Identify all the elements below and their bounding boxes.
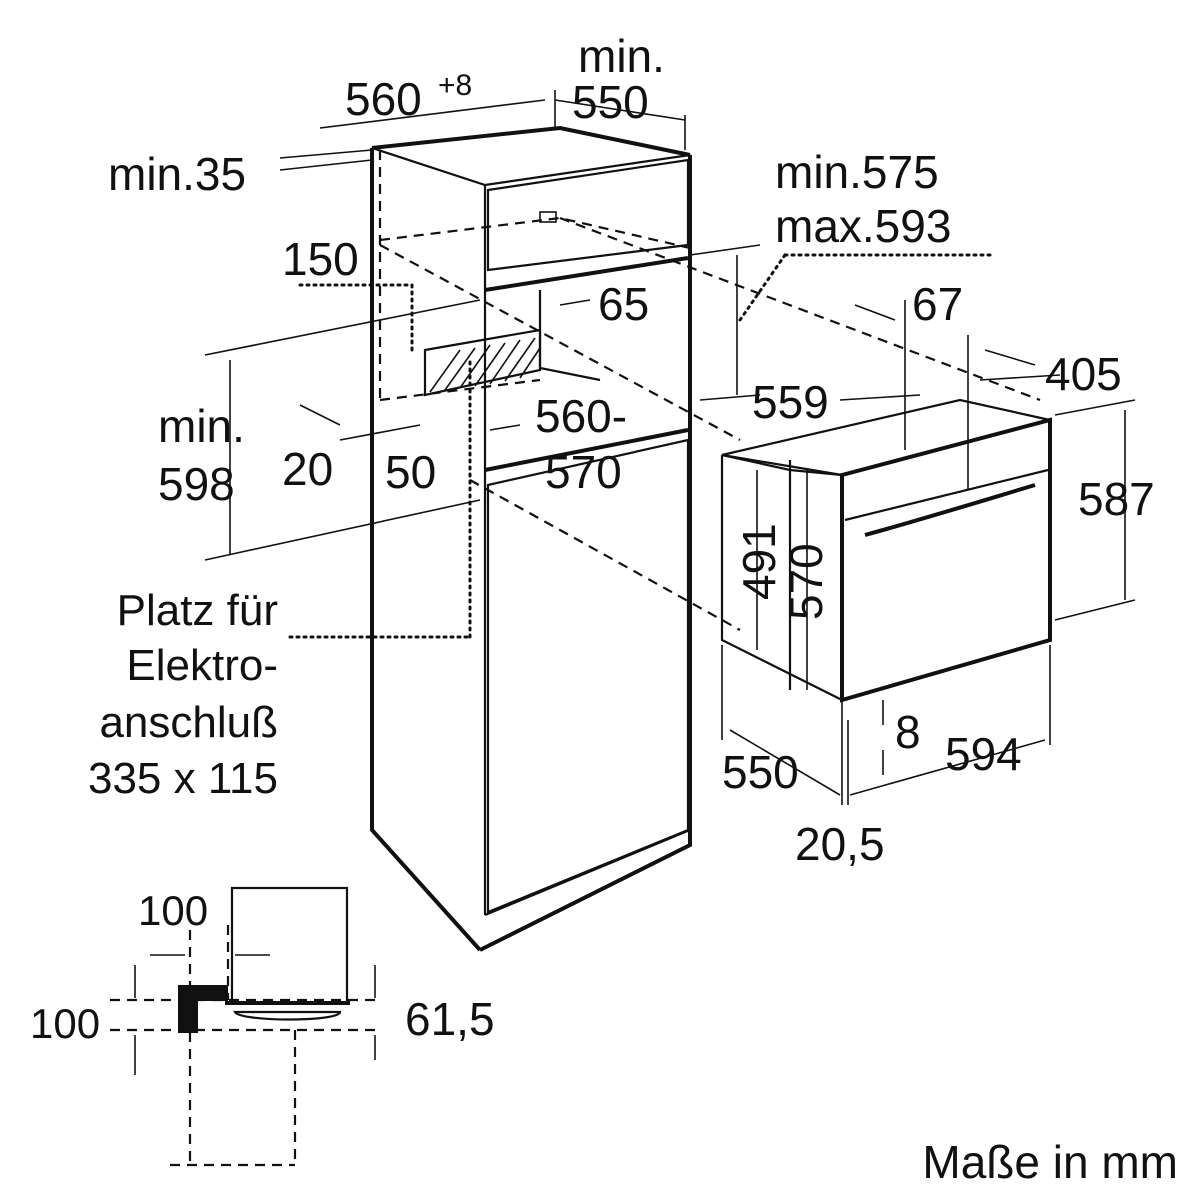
detail-cabinet-box [230, 886, 349, 1005]
oven-control-strip [844, 468, 1049, 522]
oven-door-handle [864, 483, 1036, 537]
label-594: 594 [945, 728, 1022, 780]
label-559: 559 [752, 376, 829, 428]
cabinet-top-face [371, 126, 691, 187]
label-61-5: 61,5 [405, 993, 495, 1045]
cabinet-hidden-rear [379, 216, 691, 250]
cabinet-hidden-floor [379, 378, 541, 402]
cabinet-bracket [539, 211, 557, 223]
cabinet-top-rear-edge [371, 125, 691, 157]
label-min-side: min. [158, 400, 245, 452]
oven-left-body [720, 455, 843, 701]
section-detail [110, 886, 380, 1167]
label-plus8: +8 [438, 69, 472, 102]
cabinet-left-side [370, 148, 482, 952]
detail-wall-top [178, 985, 228, 1001]
note-line-3: anschluß [99, 698, 278, 747]
cabinet-bottom [479, 830, 692, 952]
oven [720, 398, 1052, 703]
label-150: 150 [282, 233, 359, 285]
label-20: 20 [282, 443, 333, 495]
electrical-space-note: Platz für Elektro- anschluß 335 x 115 [88, 586, 278, 803]
tall-cabinet [370, 125, 1041, 952]
label-587: 587 [1078, 473, 1155, 525]
cabinet-upper-door [486, 158, 690, 272]
label-min575: min.575 [775, 146, 939, 198]
ventilation-hatching [429, 337, 541, 393]
niche-top-front [484, 256, 689, 292]
label-560-range: 560- [535, 390, 627, 442]
oven-top-left-edge [721, 453, 791, 472]
label-550-bottom: 550 [722, 746, 799, 798]
cabinet-hidden-top-depth [559, 216, 1041, 402]
cabinet-lower-door [486, 438, 690, 914]
label-min-top: min. [578, 30, 665, 82]
label-560: 560 [345, 73, 422, 125]
oven-front-panel [840, 417, 1052, 703]
label-570-oven: 570 [780, 543, 832, 620]
label-598: 598 [158, 458, 235, 510]
label-405: 405 [1045, 348, 1122, 400]
label-max593: max.593 [775, 200, 951, 252]
label-100-left: 100 [30, 1000, 100, 1047]
note-line-1: Platz für [117, 586, 278, 635]
label-65: 65 [598, 278, 649, 330]
cabinet-hidden-depth-lower [469, 479, 741, 631]
label-50: 50 [385, 446, 436, 498]
label-570-range: 570 [545, 446, 622, 498]
note-line-2: Elektro- [126, 641, 278, 690]
niche-shelf-edge [639, 428, 689, 442]
dimension-lines [204, 90, 1136, 805]
units-caption: Maße in mm [922, 1136, 1178, 1188]
label-491: 491 [733, 523, 785, 600]
dimension-labels: min. 550 560 +8 min.35 min.575 max.593 1… [30, 30, 1155, 1047]
label-20-5: 20,5 [795, 818, 885, 870]
ventilation-opening [423, 328, 542, 397]
oven-top-step [789, 468, 843, 477]
detail-oven-trim [233, 1010, 342, 1021]
note-line-4: 335 x 115 [88, 754, 278, 803]
cabinet-hidden-depth [379, 244, 741, 441]
label-8: 8 [895, 706, 921, 758]
label-100-top: 100 [138, 887, 208, 934]
label-min35: min.35 [108, 148, 246, 200]
label-550-top: 550 [572, 76, 649, 128]
label-67: 67 [912, 278, 963, 330]
